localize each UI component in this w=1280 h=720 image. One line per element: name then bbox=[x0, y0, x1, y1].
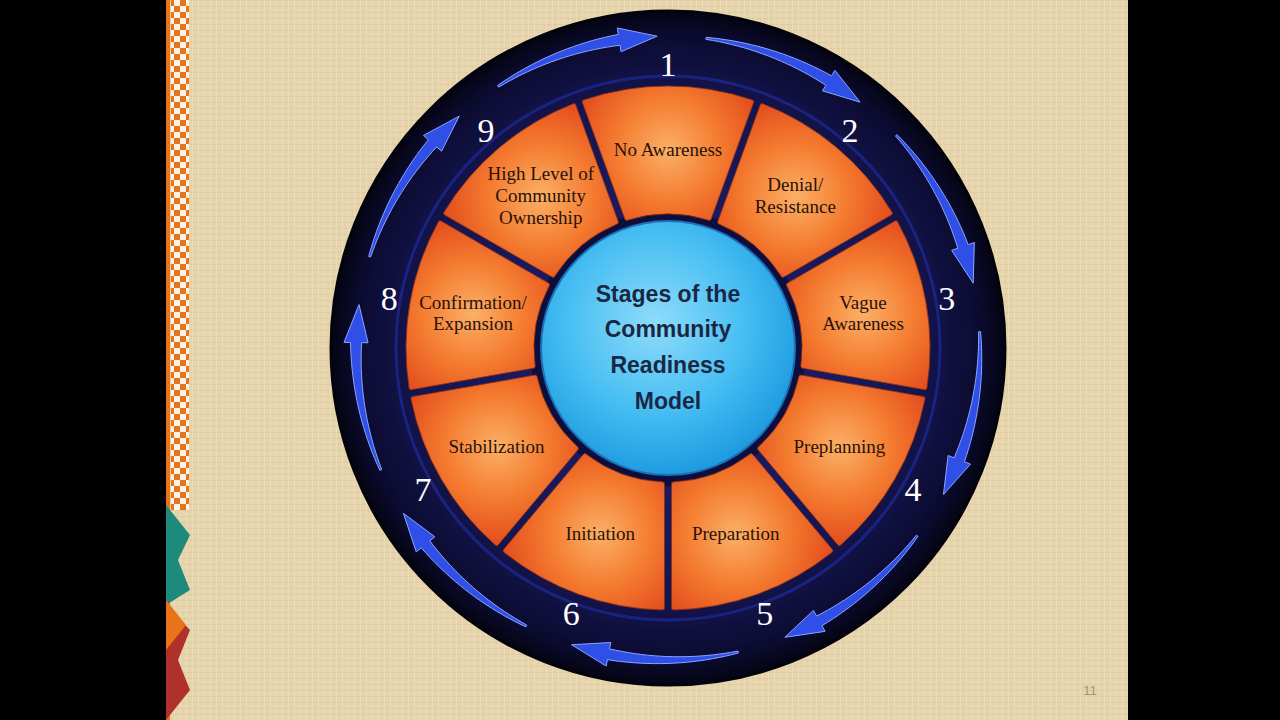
segment-wedge bbox=[672, 454, 833, 610]
segment-text-box: Initiation bbox=[545, 523, 655, 545]
stage-name: Stabilization bbox=[437, 436, 557, 458]
stage-number: 3 bbox=[938, 280, 955, 318]
border-ornament bbox=[166, 505, 190, 605]
stage-number: 9 bbox=[478, 112, 495, 150]
stage-number: 1 bbox=[660, 46, 677, 84]
segment-text-box: High Level of Community Ownership bbox=[483, 164, 598, 230]
segment-wedge bbox=[411, 375, 578, 546]
stage-segment: Preparation bbox=[668, 450, 837, 610]
stage-name: Initiation bbox=[545, 523, 655, 545]
segment-text-box: Vague Awareness bbox=[808, 292, 918, 336]
cycle-arrow bbox=[498, 28, 658, 87]
stage-number: 4 bbox=[905, 471, 922, 509]
segment-text-box: Preplanning bbox=[779, 436, 899, 458]
checker-strip bbox=[171, 0, 189, 510]
stage-number: 6 bbox=[563, 595, 580, 633]
stage-number: 5 bbox=[756, 595, 773, 633]
paper-background bbox=[166, 0, 1128, 720]
segment-wedge bbox=[444, 104, 619, 278]
stage-name: High Level of Community Ownership bbox=[483, 164, 598, 230]
stage-name: Vague Awareness bbox=[808, 292, 918, 336]
cycle-arrow bbox=[572, 642, 739, 666]
center-disc bbox=[541, 221, 795, 475]
stage-name: Preparation bbox=[676, 523, 796, 545]
stage-name: No Awareness bbox=[603, 139, 733, 161]
center-shape bbox=[540, 220, 796, 476]
center-text-inner: Stages of the Community Readiness Model bbox=[586, 277, 751, 420]
center-text-box: Stages of the Community Readiness Model bbox=[540, 220, 796, 476]
stage-name: Preplanning bbox=[779, 436, 899, 458]
segment-text-box: Preparation bbox=[676, 523, 796, 545]
border-ornament bbox=[166, 600, 186, 650]
segment-text-box: Denial/ Resistance bbox=[735, 174, 855, 218]
segment-text-box: Confirmation/ Expansion bbox=[411, 292, 536, 336]
segment-text-box: Stabilization bbox=[437, 436, 557, 458]
stage-number: 8 bbox=[381, 280, 398, 318]
cycle-arrows bbox=[344, 28, 982, 666]
stage-number: 7 bbox=[414, 471, 431, 509]
segment-shape bbox=[409, 371, 582, 549]
cycle-arrow bbox=[706, 37, 860, 102]
segment-wedge bbox=[786, 221, 930, 390]
inner-ring bbox=[396, 76, 940, 620]
stage-number: 2 bbox=[841, 112, 858, 150]
center-title: Stages of the Community Readiness Model bbox=[586, 277, 751, 420]
stage-segment: Stabilization bbox=[409, 371, 582, 549]
outer-disc bbox=[331, 11, 1005, 685]
stage-segment: High Level of Community Ownership bbox=[441, 101, 623, 281]
center-circle: Stages of the Community Readiness Model bbox=[540, 220, 796, 476]
stage-segment: Vague Awareness bbox=[784, 216, 930, 394]
stage-name: Denial/ Resistance bbox=[735, 174, 855, 218]
cycle-arrow bbox=[943, 332, 981, 495]
stage-name: Confirmation/ Expansion bbox=[411, 292, 536, 336]
segment-text-box: No Awareness bbox=[603, 139, 733, 161]
page-number: 11 bbox=[1083, 683, 1097, 698]
cycle-arrow bbox=[344, 305, 382, 471]
